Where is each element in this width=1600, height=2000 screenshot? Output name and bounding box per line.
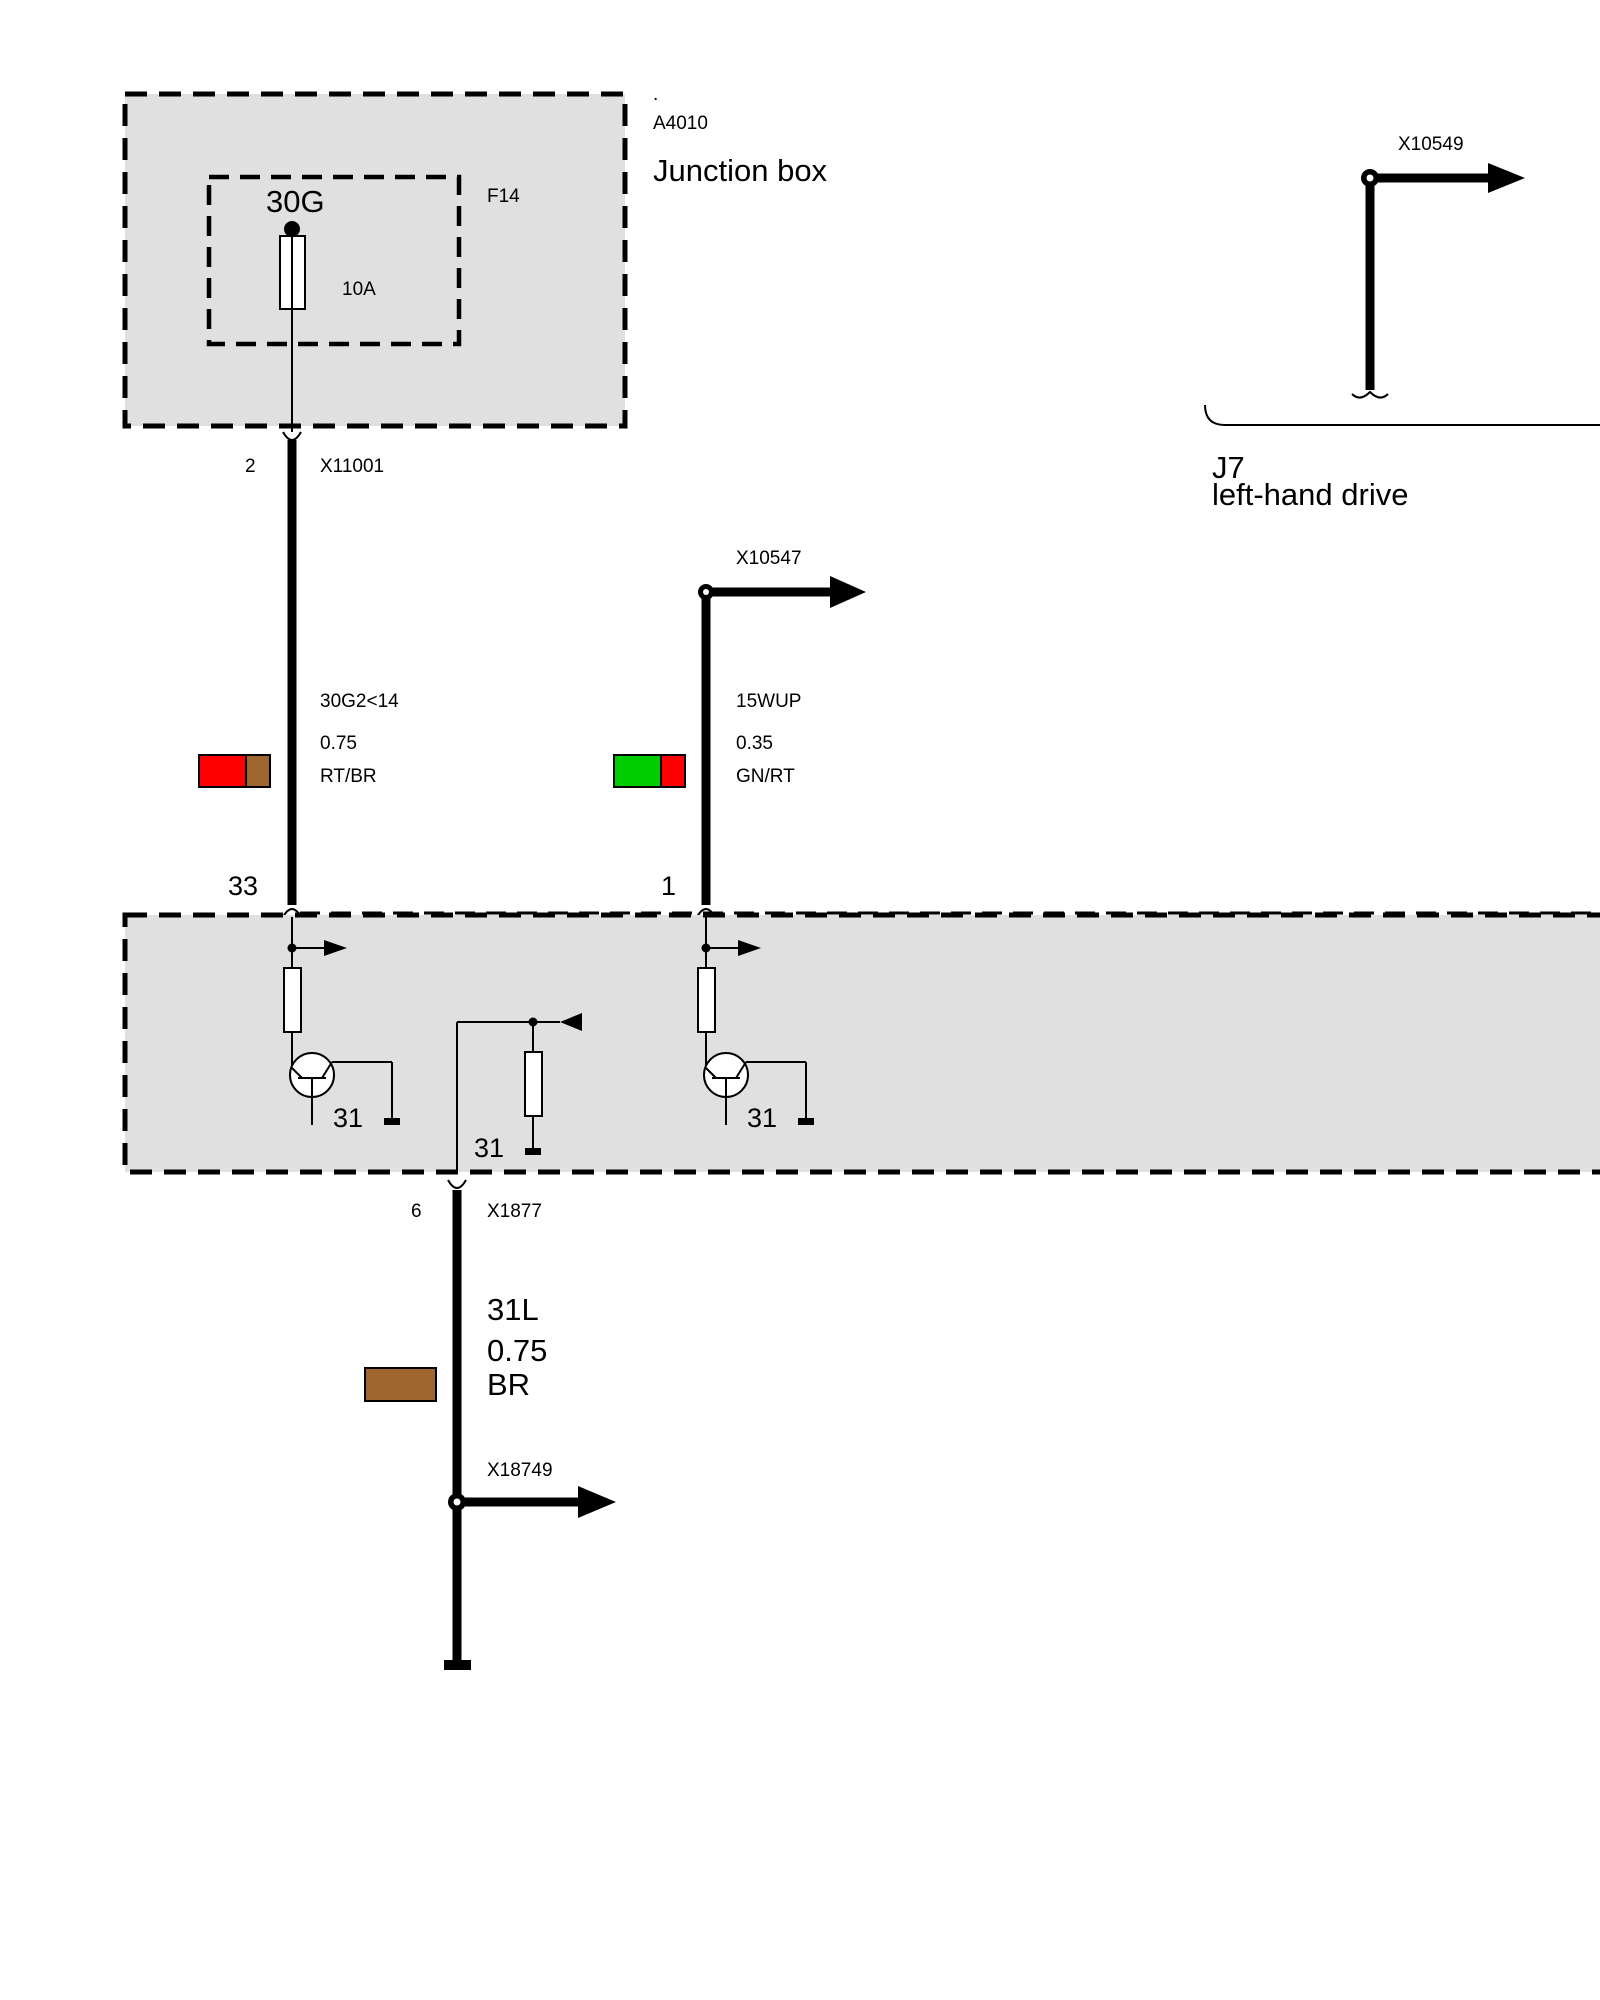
- control-module[interactable]: 31 31: [122, 911, 1600, 1175]
- input-stage-2-arrow-icon: [738, 940, 761, 956]
- variant-wire-end-hook: [1351, 390, 1389, 399]
- wire-31l-signal-label: 31L: [487, 1292, 539, 1327]
- wire-15wup-splice-dot-inner: [703, 589, 709, 595]
- wire-31l-pin-label: 6: [411, 1201, 422, 1222]
- wire-30g2-color-label: RT/BR: [320, 766, 377, 787]
- variant-id-label: J7: [1212, 450, 1245, 485]
- wire-31l-arrow-icon: [578, 1486, 616, 1518]
- wire-31l-ground-icon: [444, 1660, 471, 1670]
- wire-31l-top-hook: [447, 1179, 467, 1189]
- wire-30g2-signal-label: 30G2<14: [320, 691, 399, 712]
- variant-arrow-icon: [1488, 163, 1525, 193]
- output-stage-resistor: [524, 1051, 543, 1117]
- variant-j7-branch[interactable]: [1204, 163, 1600, 426]
- input-stage-2-resistor: [697, 967, 716, 1033]
- fuse-id-label: F14: [487, 186, 520, 207]
- wire-15wup-signal-label: 15WUP: [736, 691, 801, 712]
- ground-label-1: 31: [333, 1103, 363, 1133]
- wire-31l[interactable]: [444, 1179, 616, 1670]
- wire-31l-color-label: BR: [487, 1367, 530, 1402]
- output-stage-ground-icon: [525, 1148, 541, 1155]
- junction-box-dot: .: [653, 84, 658, 105]
- output-stage-arrow-icon: [560, 1013, 582, 1031]
- wire-31l-color-swatch: [364, 1367, 437, 1402]
- input-stage-2-ground-icon: [798, 1118, 814, 1125]
- fuse-holder-outline: [206, 174, 462, 347]
- wire-15wup-arrow-icon: [830, 576, 866, 608]
- input-stage-1-ground-icon: [384, 1118, 400, 1125]
- input-stage-2: [697, 917, 814, 1125]
- control-module-outline: [122, 912, 1600, 1175]
- fuse-terminal-dot: [284, 221, 300, 237]
- wire-30g2-top-hook: [282, 431, 302, 441]
- wire-15wup-gauge-label: 0.35: [736, 733, 773, 754]
- junction-box-title: Junction box: [653, 153, 828, 188]
- variant-bracket: [1204, 404, 1600, 426]
- variant-description-label: left-hand drive: [1212, 477, 1408, 512]
- wire-30g2-connector-label: X11001: [320, 456, 384, 477]
- wire-15wup[interactable]: [696, 576, 866, 918]
- wire-31l-gauge-label: 0.75: [487, 1333, 547, 1368]
- wire-15wup-pin-bottom: 1: [661, 871, 676, 901]
- junction-box-id: A4010: [653, 113, 708, 134]
- variant-connector-label: X10549: [1398, 134, 1464, 155]
- wire-30g2-pin-top: 2: [245, 456, 256, 477]
- wire-31l-splice-dot-inner: [453, 1498, 461, 1506]
- wire-31l-splice-connector-label: X18749: [487, 1460, 553, 1481]
- wire-15wup-color-label: GN/RT: [736, 766, 795, 787]
- wire-30g2[interactable]: [282, 431, 302, 918]
- wire-30g2-color-swatch: [198, 754, 271, 788]
- wire-30g2-gauge-label: 0.75: [320, 733, 357, 754]
- junction-box[interactable]: [122, 91, 628, 432]
- variant-splice-dot-inner: [1366, 174, 1374, 182]
- ground-label-3: 31: [747, 1103, 777, 1133]
- fuse-terminal-label: 30G: [266, 184, 325, 219]
- output-stage: [456, 1013, 582, 1172]
- wire-30g2-pin-bottom: 33: [228, 871, 258, 901]
- wire-31l-connector-label: X1877: [487, 1201, 542, 1222]
- input-stage-1-arrow-icon: [324, 940, 347, 956]
- input-stage-1-resistor: [283, 967, 302, 1033]
- wire-15wup-connector-label: X10547: [736, 548, 802, 569]
- ground-label-2: 31: [474, 1133, 504, 1163]
- input-stage-1: [283, 917, 400, 1125]
- fuse-rating-label: 10A: [342, 279, 376, 300]
- wire-15wup-color-swatch: [613, 754, 686, 788]
- junction-box-outline: [122, 91, 628, 429]
